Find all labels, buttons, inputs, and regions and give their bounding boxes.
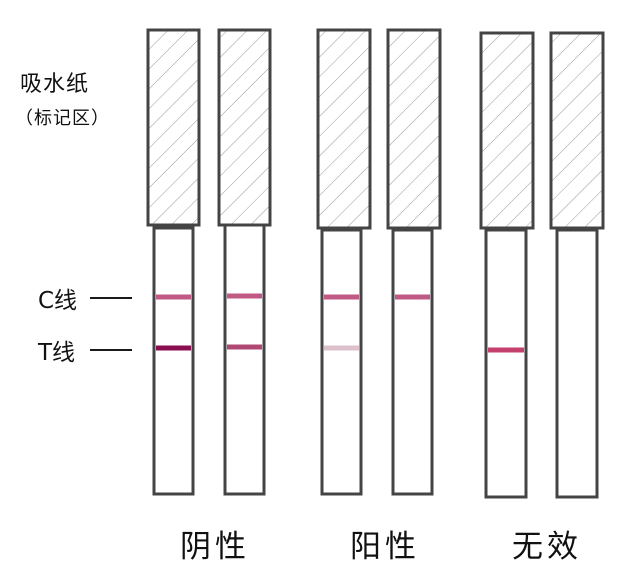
strip-body-1 xyxy=(152,226,195,496)
strip-body-6 xyxy=(555,228,599,499)
t-line-band-5 xyxy=(488,347,524,353)
strip-body-5 xyxy=(484,228,528,499)
absorbent-pad-6 xyxy=(549,31,605,230)
c-line-band-1 xyxy=(156,294,191,300)
group-label-invalid: 无效 xyxy=(512,529,582,565)
group-label-positive: 阳性 xyxy=(350,529,420,565)
c-line-band-3 xyxy=(324,294,359,300)
group-label-negative: 阴性 xyxy=(180,529,250,565)
t-line-band-1 xyxy=(156,345,191,351)
c-line-leader xyxy=(90,297,132,299)
c-line-band-2 xyxy=(227,293,262,299)
strip-body-3 xyxy=(320,228,363,496)
absorbent-pad-3 xyxy=(316,28,372,230)
absorbent-pad-5 xyxy=(479,31,535,230)
absorbent-pad-2 xyxy=(217,28,272,227)
c-line-label: C线 xyxy=(38,288,78,314)
t-line-leader xyxy=(90,349,132,351)
t-line-label: T线 xyxy=(38,340,76,366)
t-line-band-2 xyxy=(227,344,262,350)
absorbent-pad-4 xyxy=(386,28,442,230)
t-line-band-3 xyxy=(324,345,359,351)
strip-body-4 xyxy=(391,228,434,496)
absorbent-paper-label: 吸水纸 xyxy=(20,72,90,97)
mark-area-label: （标记区） xyxy=(15,108,110,129)
strip-body-2 xyxy=(223,223,266,496)
absorbent-pad-1 xyxy=(146,28,201,227)
c-line-band-4 xyxy=(395,294,430,300)
